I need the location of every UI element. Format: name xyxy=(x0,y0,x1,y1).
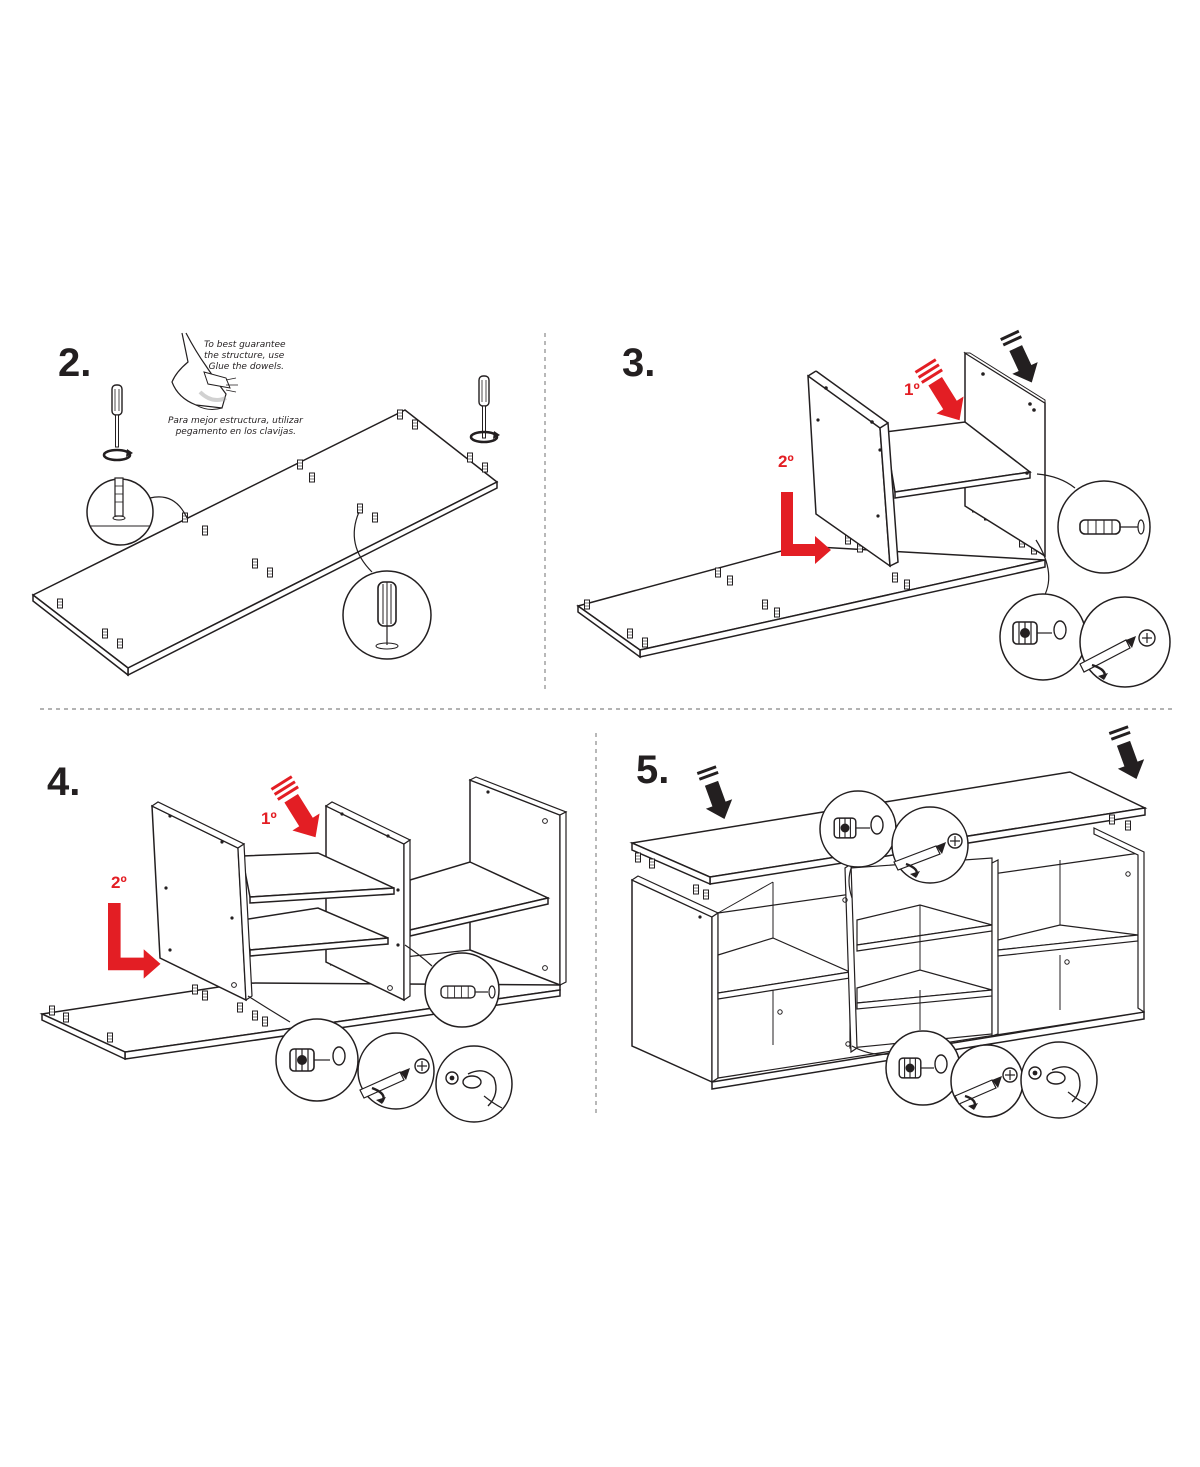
first-arrow-step-4 xyxy=(266,773,331,848)
step-2-illustration xyxy=(31,332,502,677)
middle-panel-step-4 xyxy=(324,801,412,1002)
step-2-number: 2. xyxy=(58,341,92,385)
side-panel-left-step-4 xyxy=(150,801,253,1002)
glue-note-spanish-line-2: pegamento en los clavijas. xyxy=(175,427,296,437)
step-4-number: 4. xyxy=(47,760,81,804)
press-down-arrow-left-step-5 xyxy=(692,763,740,826)
step-5-illustration xyxy=(629,723,1152,1119)
detail-callout-screwdriver-step-3 xyxy=(1079,596,1171,688)
glue-note-english-line-3: Glue the dowels. xyxy=(208,362,284,372)
first-arrow-step-3 xyxy=(910,356,975,431)
second-arrow-step-4 xyxy=(108,903,161,979)
detail-callout-cam-bottom-step-5 xyxy=(851,1030,961,1106)
detail-callout-cam-top-step-5 xyxy=(819,790,897,899)
screwdriver-left-step-2 xyxy=(102,384,135,462)
detail-callout-screwdriver-step-4 xyxy=(357,1032,435,1110)
detail-callout-dowel-step-2 xyxy=(342,511,432,660)
step-4-second-label: 2º xyxy=(111,873,127,892)
step-3-second-label: 2º xyxy=(778,452,794,471)
step-3-first-label: 1º xyxy=(904,380,920,399)
step-3-illustration xyxy=(576,327,1171,688)
glue-note-spanish-line-1: Para mejor estructura, utilizar xyxy=(168,416,303,426)
detail-callout-cap-step-4 xyxy=(435,1045,513,1123)
glue-note-spanish: Para mejor estructura, utilizar pegament… xyxy=(168,416,303,438)
step-4-illustration xyxy=(39,773,568,1123)
glue-note-english-line-2: the structure, use xyxy=(204,351,285,361)
step-5-number: 5. xyxy=(636,748,670,792)
base-panel-step-3 xyxy=(576,545,1046,659)
cabinet-body-step-5 xyxy=(630,827,1145,1090)
detail-callout-screwdriver-top-step-5 xyxy=(891,806,969,884)
detail-callout-cam-step-4 xyxy=(247,995,359,1102)
detail-callout-cap-step-5 xyxy=(1020,1041,1098,1119)
step-3-number: 3. xyxy=(622,341,656,385)
glue-hand-icon xyxy=(171,332,238,410)
base-panel-step-2 xyxy=(31,409,499,677)
step-4-first-label: 1º xyxy=(261,809,277,828)
glue-note-english-line-1: To best guarantee xyxy=(204,340,286,350)
shelf-step-3 xyxy=(884,421,1032,499)
detail-callout-screwdriver-bottom-step-5 xyxy=(950,1044,1024,1118)
fixed-unit-step-4 xyxy=(329,776,568,987)
detail-callout-dowel-step-3 xyxy=(1036,473,1151,574)
glue-note-english: To best guarantee the structure, use Glu… xyxy=(204,340,286,373)
detail-callout-dowel-step-4 xyxy=(404,944,500,1028)
detail-callout-cam-bolt-step-2 xyxy=(86,477,188,546)
screwdriver-right-step-2 xyxy=(469,375,502,444)
press-down-arrow-right-step-5 xyxy=(1104,723,1152,786)
side-panel-left-step-3 xyxy=(807,370,899,568)
